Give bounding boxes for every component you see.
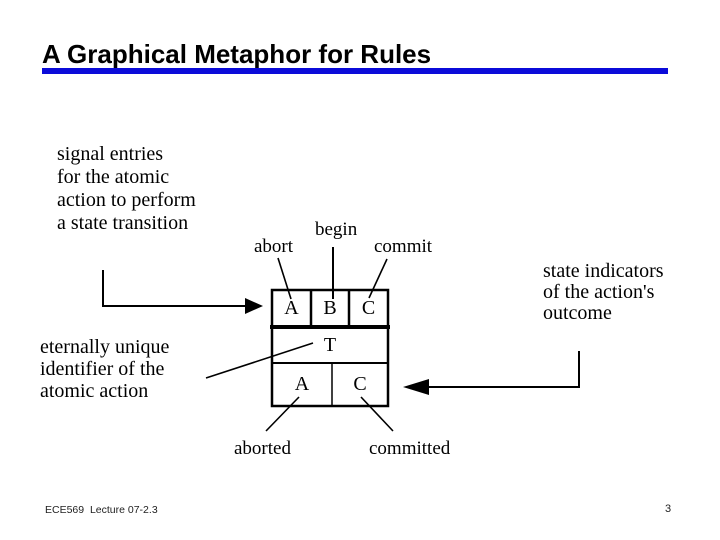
note-line: action to perform — [57, 189, 196, 211]
cell-bottom-a: A — [294, 373, 310, 395]
signal-arrow-line — [102, 270, 247, 307]
footer-course-label: ECE569 Lecture 07-2.3 — [45, 504, 158, 516]
label-committed: committed — [369, 438, 451, 459]
note-line: signal entries — [57, 143, 164, 165]
action-box-outline — [270, 288, 390, 408]
cell-top-b: B — [323, 296, 337, 319]
left-arrowhead-icon — [403, 379, 429, 395]
note-line: state indicators — [543, 260, 664, 282]
cell-top-a: A — [284, 296, 299, 319]
note-line: outcome — [543, 302, 612, 324]
note-line: of the action's — [543, 281, 655, 303]
page-title: A Graphical Metaphor for Rules — [42, 39, 432, 69]
note-signal-entries: signal entries for the atomic action to … — [57, 143, 196, 235]
cell-top-c: C — [361, 296, 376, 319]
note-line: atomic action — [40, 380, 149, 402]
label-begin: begin — [315, 219, 358, 240]
commit-connector-line — [368, 258, 388, 299]
label-aborted: aborted — [234, 438, 291, 459]
label-commit: commit — [374, 236, 433, 257]
note-unique-identifier: eternally unique identifier of the atomi… — [40, 336, 169, 402]
committed-connector-line — [360, 396, 394, 432]
cell-middle-t: T — [323, 333, 337, 356]
note-state-indicators: state indicators of the action's outcome — [543, 261, 664, 324]
label-abort: abort — [254, 236, 294, 257]
note-line: a state transition — [57, 212, 189, 234]
aborted-connector-line — [265, 396, 300, 432]
note-line: for the atomic — [57, 166, 170, 188]
note-line: identifier of the — [40, 358, 165, 380]
outcome-arrow-line — [427, 351, 580, 388]
cell-bottom-c: C — [353, 373, 367, 395]
title-underline — [42, 68, 668, 74]
abort-connector-line — [277, 257, 292, 300]
page-number: 3 — [665, 503, 672, 515]
right-arrowhead-icon — [245, 298, 263, 314]
identifier-pointer-line — [205, 342, 314, 379]
note-line: eternally unique — [40, 336, 170, 358]
